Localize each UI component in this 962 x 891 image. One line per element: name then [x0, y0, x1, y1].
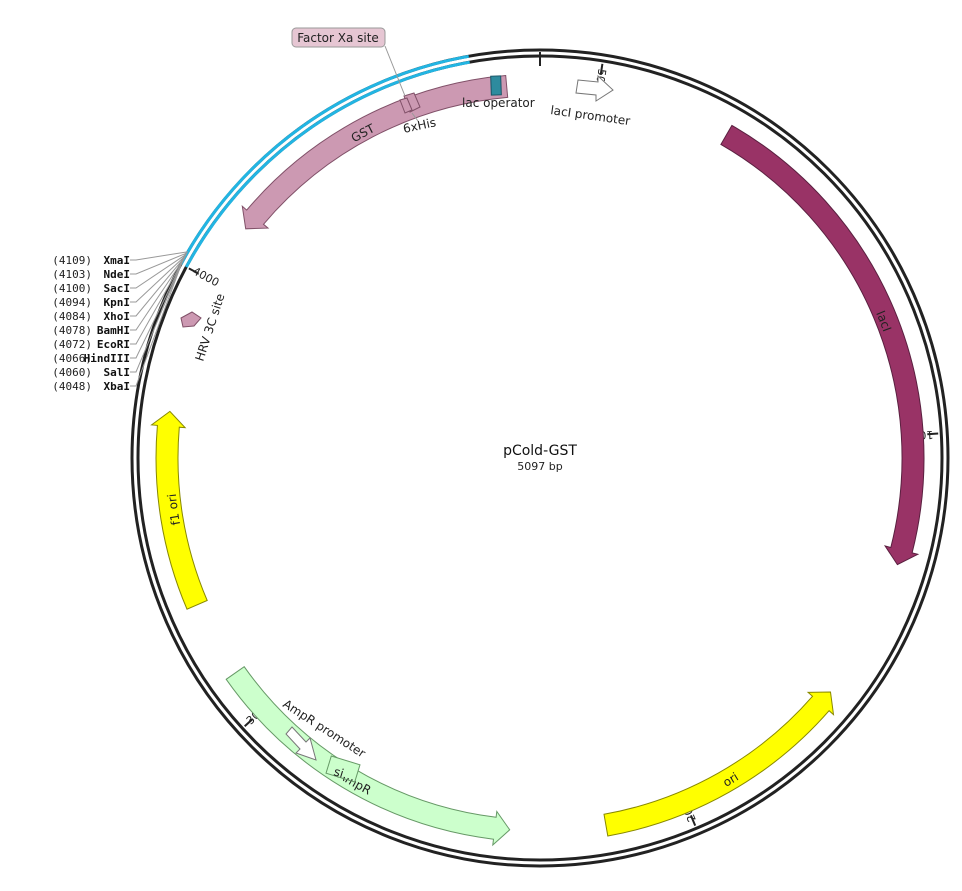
lac-operator-block[interactable]: [490, 75, 502, 96]
restriction-site-leader: [130, 260, 184, 373]
restriction-site-position: (4103): [52, 268, 92, 281]
restriction-site-leader: [130, 252, 188, 275]
restriction-site-leader: [130, 261, 183, 387]
his-tag-leader: [411, 112, 419, 122]
restriction-site-leader: [130, 253, 187, 289]
restriction-site-name[interactable]: BamHI: [97, 324, 130, 337]
restriction-site-leader: [130, 258, 185, 345]
restriction-site-leader: [130, 259, 184, 359]
feature-f1-ori-label: f1 ori: [165, 493, 183, 526]
his-tag-arrow-small: [399, 97, 413, 114]
restriction-site-name[interactable]: HindIII: [84, 352, 130, 365]
factor-xa-label: Factor Xa site: [297, 31, 379, 45]
feature-ampr-arrow[interactable]: [225, 666, 511, 847]
tick-mark-5000: [599, 63, 604, 75]
his-tag-label: 6xHis: [402, 115, 438, 136]
lacI-promoter-arrow[interactable]: [575, 74, 614, 102]
restriction-site-leader: [130, 255, 186, 317]
restriction-site-position: (4084): [52, 310, 92, 323]
plasmid-name: pCold-GST: [503, 443, 577, 459]
restriction-site-name[interactable]: XbaI: [104, 380, 131, 393]
tick-mark-2000: [689, 815, 697, 826]
mcs-band: [179, 54, 469, 265]
restriction-site-name[interactable]: EcoRI: [97, 338, 130, 351]
feature-f1-ori-arrow[interactable]: [150, 410, 208, 610]
lacI-promoter-label: lacI promoter: [550, 103, 632, 128]
signal-sequence-label: si…: [332, 764, 357, 784]
signal-sequence-block[interactable]: [325, 755, 361, 783]
restriction-site-name[interactable]: KpnI: [104, 296, 131, 309]
hrv-3c-site-label: HRV 3C site: [193, 292, 228, 363]
backbone-outer: [130, 48, 950, 868]
restriction-site-position: (4072): [52, 338, 92, 351]
restriction-site-position: (4100): [52, 282, 92, 295]
mcs-band-inner: [184, 60, 470, 268]
feature-ori-arrow[interactable]: [603, 691, 835, 837]
restriction-sites: (4109) XmaI (4103) NdeI (4100) SacI (4094) KpnI…: [52, 251, 189, 393]
hrv-3c-site-arrow[interactable]: [180, 311, 202, 328]
lac-operator-label: lac operator: [462, 96, 535, 110]
restriction-site-leader: [130, 257, 186, 331]
restriction-site-position: (4094): [52, 296, 92, 309]
restriction-site-position: (4048): [52, 380, 92, 393]
restriction-site-name[interactable]: SalI: [104, 366, 131, 379]
ampr-promoter-arrow[interactable]: [285, 726, 317, 761]
tick-mark-3000: [244, 718, 254, 728]
restriction-site-leader: [130, 254, 187, 303]
restriction-site-position: (4078): [52, 324, 92, 337]
restriction-site-name[interactable]: NdeI: [104, 268, 131, 281]
factor-xa-badge: [291, 27, 386, 48]
tick-mark-1000: [927, 432, 939, 436]
restriction-site-name[interactable]: XhoI: [104, 310, 131, 323]
feature-laci-arrow[interactable]: [720, 124, 925, 566]
restriction-site-position: (4109): [52, 254, 92, 267]
restriction-site-name[interactable]: SacI: [104, 282, 131, 295]
restriction-site-leader: [130, 251, 189, 261]
restriction-site-name[interactable]: XmaI: [104, 254, 131, 267]
tick-label-4000: 4000: [190, 265, 221, 290]
feature-arrows: [150, 74, 925, 847]
feature-ori-label: ori: [720, 770, 741, 790]
plasmid-length: 5097 bp: [517, 460, 562, 473]
restriction-site-position: (4066): [52, 352, 92, 365]
tick-mark-4000: [188, 267, 200, 275]
factor-xa-leader: [384, 45, 406, 97]
restriction-site-position: (4060): [52, 366, 92, 379]
